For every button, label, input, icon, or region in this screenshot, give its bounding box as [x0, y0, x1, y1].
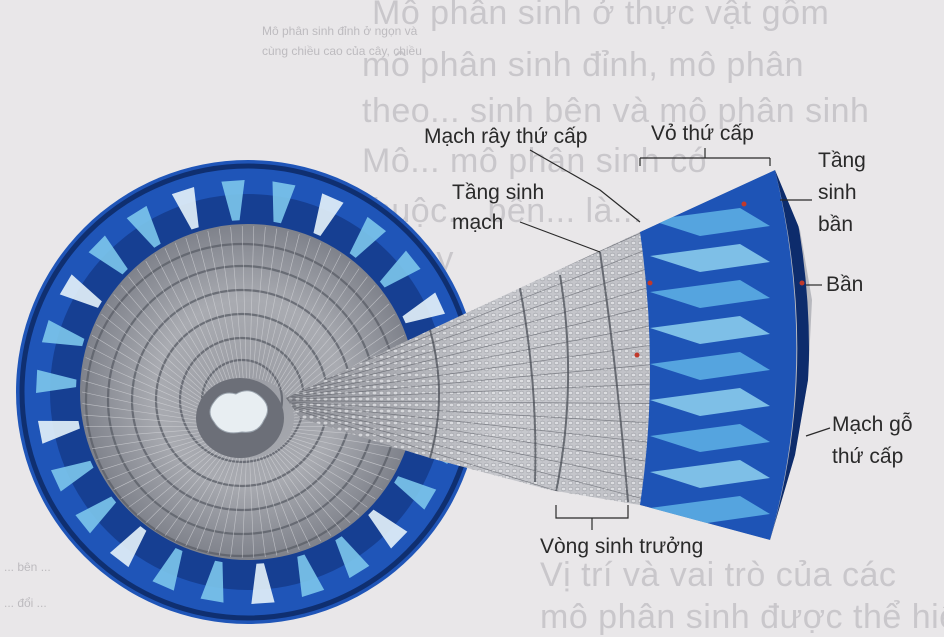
pith [210, 391, 268, 433]
label-tang-sinh-mach-line1: Tầng sinh [452, 180, 544, 206]
label-tang-sinh-mach-line2: mạch [452, 210, 503, 236]
label-mach-ray-thu-cap: Mạch rây thứ cấp [424, 124, 587, 150]
marker-dot [648, 281, 653, 286]
leader-tang-sinh-mach [520, 222, 600, 252]
marker-dot [635, 353, 640, 358]
label-mach-go-line1: Mạch gỗ [832, 412, 913, 438]
label-vo-thu-cap: Vỏ thứ cấp [651, 121, 754, 147]
marker-dot [800, 281, 805, 286]
label-ban: Bần [826, 272, 863, 298]
label-mach-go-line2: thứ cấp [832, 444, 903, 470]
label-tang-sinh-ban-line3: bần [818, 212, 853, 238]
label-tang-sinh-ban-line2: sinh [818, 180, 857, 206]
leader-mach-ray [530, 150, 640, 222]
label-tang-sinh-ban-line1: Tầng [818, 148, 866, 174]
label-vong-sinh-truong: Vòng sinh trưởng [540, 534, 703, 560]
wedge-bark-rays [650, 208, 770, 524]
leader-mach-go [806, 428, 830, 436]
bracket-vong-sinh-truong [556, 505, 628, 518]
marker-dot [742, 202, 747, 207]
